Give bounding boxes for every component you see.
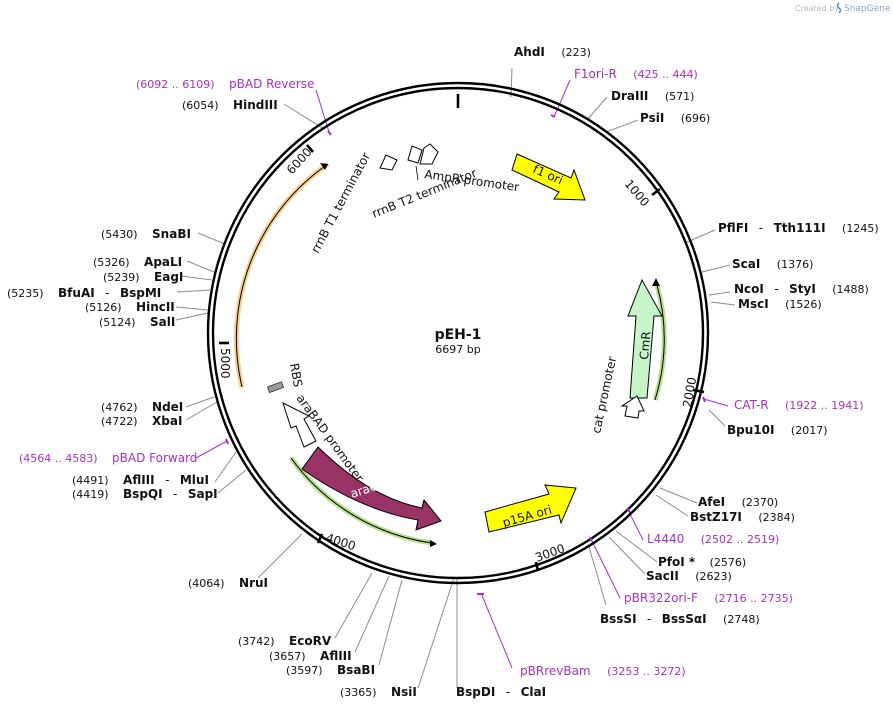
site-label: BspDI - ClaI xyxy=(456,683,546,700)
site-label: (5239) EagI xyxy=(103,268,183,285)
feature-f1-ori: f1 ori xyxy=(511,153,586,201)
site-label: (4762) NdeI xyxy=(101,398,183,415)
feature-terminators: rrnB T1 terminator rrnB T2 terminator Am… xyxy=(308,143,520,255)
primers: F1ori-R (425 .. 444) CAT-R (1922 .. 1941… xyxy=(19,65,864,679)
site-label: Bpu10I (2017) xyxy=(727,421,827,438)
site-label: NcoI - StyI (1488) xyxy=(734,280,869,297)
credit-prefix: Created by xyxy=(795,4,839,13)
snapgene-logo-icon xyxy=(836,2,842,14)
site-label: AfeI (2370) xyxy=(698,493,778,510)
site-label: (5326) ApaLI xyxy=(93,253,182,270)
tick-label-4000: 4000 xyxy=(324,531,357,554)
tick-label-5000: 5000 xyxy=(218,348,232,379)
cat-promoter-label: cat promoter xyxy=(589,355,619,434)
site-label: PsiI (696) xyxy=(640,109,710,126)
site-label: PfoI * (2576) xyxy=(658,553,746,570)
primer-label: L4440 (2502 .. 2519) xyxy=(647,530,779,547)
rrnb-t1-terminator-label: rrnB T1 terminator xyxy=(308,150,373,255)
tick-marks xyxy=(219,94,705,572)
snapgene-credit: Created by SnapGene xyxy=(795,2,891,14)
primer-label: pBR322ori-F (2716 .. 2735) xyxy=(624,589,793,606)
rbs-label: RBS xyxy=(287,362,305,388)
orf-arcs xyxy=(233,161,667,547)
feature-rbs: RBS xyxy=(266,362,305,394)
primer-label: (6092 .. 6109) pBAD Reverse xyxy=(136,75,314,92)
tick-label-2000: 2000 xyxy=(680,376,699,409)
site-label: SacII (2623) xyxy=(646,567,732,584)
site-label: ScaI (1376) xyxy=(732,255,813,272)
credit-brand: SnapGene xyxy=(844,4,891,14)
tick-label-1000: 1000 xyxy=(622,177,652,209)
primer-marks xyxy=(225,114,706,595)
site-label: (4064) NruI xyxy=(188,574,268,591)
primer-label: F1ori-R (425 .. 444) xyxy=(574,65,698,82)
site-leader-lines xyxy=(175,67,736,689)
site-label: (4722) XbaI xyxy=(101,412,182,429)
site-label: (5126) HincII xyxy=(85,298,175,315)
site-label: (4491) AflIII - MluI xyxy=(72,471,209,488)
site-label: (3742) EcoRV xyxy=(238,632,332,649)
plasmid-length: 6697 bp xyxy=(435,343,480,356)
site-label: PflFI - Tth111I (1245) xyxy=(718,219,879,236)
cmr-label: CmR xyxy=(637,331,653,361)
site-label: BstZ17I (2384) xyxy=(690,508,795,525)
feature-cmr: CmR xyxy=(627,278,663,399)
site-label: (5430) SnaBI xyxy=(101,225,191,242)
site-label: MscI (1526) xyxy=(738,295,822,312)
primer-label: CAT-R (1922 .. 1941) xyxy=(734,396,864,413)
site-label: (3365) NsiI xyxy=(340,683,417,700)
restriction-sites: AhdI (223) DraIII (571) PsiI (696) PflFI… xyxy=(7,43,879,700)
site-label: (4419) BspQI - SapI xyxy=(72,485,218,502)
site-label: (3657) AflIII xyxy=(269,647,352,664)
site-label: BssSI - BssSαI (2748) xyxy=(600,610,760,627)
site-label: (3597) BsaBI xyxy=(286,661,375,678)
site-label: (5124) SalI xyxy=(99,313,175,330)
site-label: (6054) HindIII xyxy=(182,96,278,113)
plasmid-name: pEH-1 xyxy=(435,327,482,343)
site-label: AhdI (223) xyxy=(514,43,591,60)
primer-label: pBRrevBam (3253 .. 3272) xyxy=(520,662,686,679)
site-label: (5235) BfuAI - BspMI xyxy=(7,284,161,301)
feature-arac: araC xyxy=(301,446,442,531)
primer-label: (4564 .. 4583) pBAD Forward xyxy=(19,449,197,466)
feature-p15a-ori: p15A ori xyxy=(484,484,577,533)
site-label: DraIII (571) xyxy=(611,87,694,104)
backbone xyxy=(206,81,710,585)
